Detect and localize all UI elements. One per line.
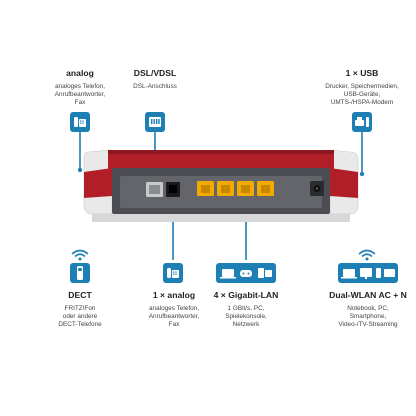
label-lan-desc: 1 GBit/s, PC, Spielekonsole, Netzwerk xyxy=(225,304,267,328)
router-left-red xyxy=(84,168,112,198)
label-analog1-title: 1 × analog xyxy=(152,290,196,300)
printer-usb-icon xyxy=(352,112,372,132)
label-dsl: DSL/VDSL DSL-Anschluss xyxy=(122,68,188,91)
wifi-icon-dect xyxy=(70,248,90,266)
label-usb: 1 × USB Drucker, Speichermedien, USB-Ger… xyxy=(318,68,406,107)
label-wlan-title: Dual-WLAN AC + N xyxy=(329,290,407,300)
label-dect-title: DECT xyxy=(68,290,92,300)
fax-icon xyxy=(163,263,183,283)
router-top-red xyxy=(108,150,334,170)
label-analog-title: analog xyxy=(66,68,94,78)
label-dect-desc: FRITZ!Fon oder andere DECT-Telefone xyxy=(58,304,102,328)
router xyxy=(83,149,359,222)
label-analog1: 1 × analog analoges Telefon, Anrufbeantw… xyxy=(136,290,212,329)
label-analog1-desc: analoges Telefon, Anrufbeantworter, Fax xyxy=(148,304,200,328)
router-right-red xyxy=(330,168,358,198)
label-usb-title: 1 × USB xyxy=(345,68,379,78)
wlan-devices-icon xyxy=(338,263,398,283)
label-dect: DECT FRITZ!Fon oder andere DECT-Telefone xyxy=(42,290,118,329)
lan-devices-icon xyxy=(216,263,276,283)
label-wlan-desc: Notebook, PC, Smartphone, Video-/TV-Stre… xyxy=(338,304,398,328)
dsl-port-icon xyxy=(145,112,165,132)
label-lan: 4 × Gigabit-LAN 1 GBit/s, PC, Spielekons… xyxy=(210,290,282,329)
dot-analog xyxy=(77,167,83,173)
lan-ports xyxy=(197,181,274,196)
dot-usb xyxy=(359,171,365,177)
label-analog: analog analoges Telefon, Anrufbeantworte… xyxy=(46,68,114,107)
label-usb-desc: Drucker, Speichermedien, USB-Geräte, UMT… xyxy=(325,82,399,106)
label-dsl-desc: DSL-Anschluss xyxy=(133,82,177,90)
label-wlan: Dual-WLAN AC + N Notebook, PC, Smartphon… xyxy=(326,290,410,329)
dect-phone-icon xyxy=(70,263,90,283)
label-lan-title: 4 × Gigabit-LAN xyxy=(213,290,279,300)
phone-icon xyxy=(70,112,90,132)
label-analog-desc: analoges Telefon, Anrufbeantworter, Fax xyxy=(54,82,106,106)
wifi-icon-wlan xyxy=(357,248,377,266)
label-dsl-title: DSL/VDSL xyxy=(133,68,177,78)
